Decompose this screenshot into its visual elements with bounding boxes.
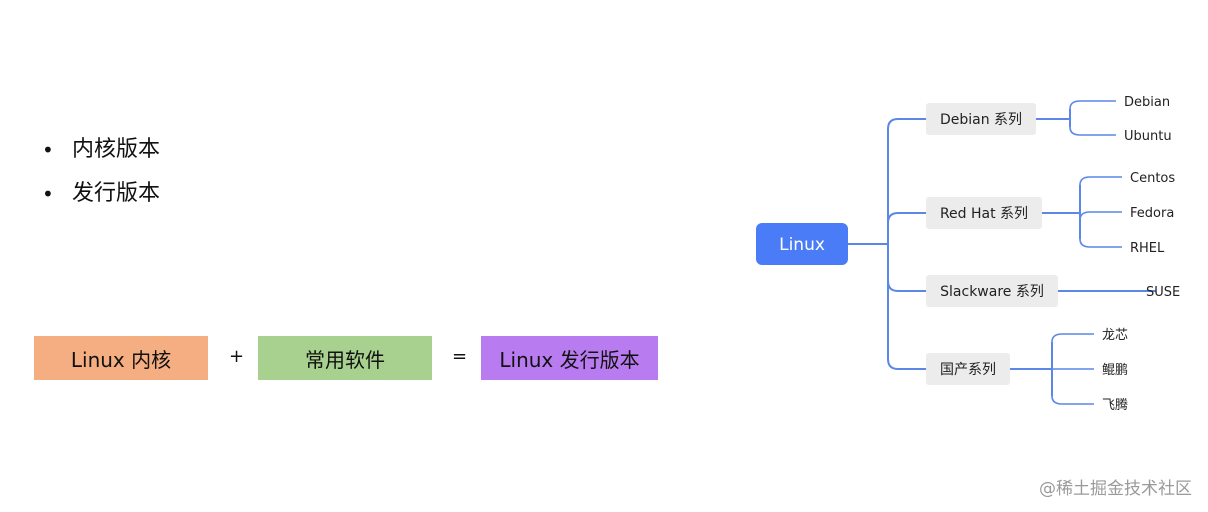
bullet-list: 内核版本 发行版本	[40, 128, 160, 216]
mindmap-branch-label: Debian 系列	[940, 112, 1022, 128]
connector-child	[1051, 395, 1094, 405]
bullet-item-kernel-version: 内核版本	[40, 128, 160, 172]
connector-child	[1069, 126, 1116, 136]
connector-child	[1079, 211, 1122, 221]
connector-branch	[887, 118, 926, 130]
connector-branch	[887, 358, 926, 370]
mindmap-root-node: Linux	[756, 223, 848, 265]
mindmap-leaf-label: Centos	[1130, 171, 1175, 186]
mindmap-leaf-label: 龙芯	[1102, 328, 1128, 343]
mindmap-leaf-label: SUSE	[1146, 285, 1180, 300]
mindmap-branch-node: Red Hat 系列	[926, 197, 1042, 229]
mindmap-branch-node: Slackware 系列	[926, 275, 1058, 307]
term-linux-distribution: Linux 发行版本	[481, 336, 658, 380]
mindmap-branch-node: Debian 系列	[926, 103, 1036, 135]
mindmap-leaf-label: 鲲鹏	[1102, 363, 1128, 378]
connector-child	[1051, 333, 1094, 343]
connector-child	[1069, 100, 1116, 110]
connector-branch	[887, 280, 926, 292]
mindmap-leaf-label: 飞腾	[1102, 397, 1128, 413]
equals-operator: =	[452, 346, 468, 367]
bullet-item-distro-version: 发行版本	[40, 172, 160, 216]
mindmap-root-label: Linux	[779, 235, 825, 255]
term-linux-kernel: Linux 内核	[34, 336, 208, 380]
mindmap-branch-label: 国产系列	[940, 362, 996, 378]
connector-child	[1079, 176, 1122, 186]
mindmap-branch-node: 国产系列	[926, 353, 1010, 385]
mindmap-leaf-label: Debian	[1124, 95, 1170, 110]
site-watermark: @稀土掘金技术社区	[1039, 479, 1192, 499]
connector-child	[1079, 238, 1122, 248]
mindmap-branch-label: Red Hat 系列	[940, 206, 1028, 222]
mindmap-leaf-label: Ubuntu	[1124, 129, 1172, 144]
connector-branch	[887, 212, 926, 224]
mindmap-leaf-label: RHEL	[1130, 241, 1165, 256]
mindmap-branch-label: Slackware 系列	[940, 284, 1044, 300]
mindmap-leaf-label: Fedora	[1130, 206, 1174, 221]
term-common-software: 常用软件	[258, 336, 432, 380]
plus-operator: +	[229, 346, 245, 367]
